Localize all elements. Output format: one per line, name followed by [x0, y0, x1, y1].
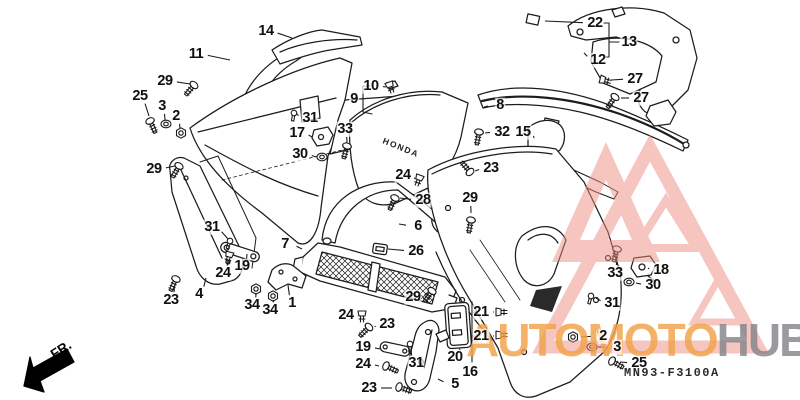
- part-latch-17: [312, 127, 333, 146]
- callout-13[interactable]: 13: [620, 33, 638, 50]
- callout-30[interactable]: 30: [291, 145, 309, 162]
- callout-28[interactable]: 28: [414, 191, 432, 208]
- callout-23[interactable]: 23: [162, 291, 180, 308]
- callout-27[interactable]: 27: [626, 70, 644, 87]
- callout-10[interactable]: 10: [362, 77, 380, 94]
- part-pocket-lid: [444, 302, 471, 349]
- callout-17[interactable]: 17: [288, 124, 306, 141]
- callout-29[interactable]: 29: [145, 160, 163, 177]
- callout-29[interactable]: 29: [404, 288, 422, 305]
- callout-4[interactable]: 4: [194, 285, 204, 302]
- callout-29[interactable]: 29: [156, 72, 174, 89]
- callout-22[interactable]: 22: [586, 14, 604, 31]
- callout-3[interactable]: 3: [612, 338, 622, 355]
- callout-34[interactable]: 34: [243, 296, 261, 313]
- diagram-code: MN93-F3100A: [624, 366, 720, 380]
- callout-2[interactable]: 2: [171, 107, 181, 124]
- callout-6[interactable]: 6: [413, 217, 423, 234]
- callout-23[interactable]: 23: [378, 315, 396, 332]
- callout-5[interactable]: 5: [450, 375, 460, 392]
- callout-24[interactable]: 24: [354, 355, 372, 372]
- callout-31[interactable]: 31: [407, 354, 425, 371]
- callout-31[interactable]: 31: [203, 218, 221, 235]
- callout-9[interactable]: 9: [349, 90, 359, 107]
- callout-11[interactable]: 11: [187, 45, 205, 62]
- callout-26[interactable]: 26: [407, 242, 425, 259]
- callout-7[interactable]: 7: [280, 235, 290, 252]
- part-bracket-1: [268, 264, 306, 290]
- callout-23[interactable]: 23: [482, 159, 500, 176]
- callout-12[interactable]: 12: [589, 51, 607, 68]
- callout-23[interactable]: 23: [360, 379, 378, 396]
- callout-14[interactable]: 14: [257, 22, 275, 39]
- part-clip-26: [372, 243, 387, 255]
- part-top-panel: [272, 30, 362, 64]
- callout-24[interactable]: 24: [214, 264, 232, 281]
- callout-24[interactable]: 24: [337, 306, 355, 323]
- callout-31[interactable]: 31: [301, 109, 319, 126]
- callout-8[interactable]: 8: [495, 96, 505, 113]
- callout-21[interactable]: 21: [472, 303, 490, 320]
- fr-arrow-icon: [24, 349, 74, 392]
- callout-20[interactable]: 20: [446, 348, 464, 365]
- callout-15[interactable]: 15: [514, 123, 532, 140]
- callout-21[interactable]: 21: [472, 327, 490, 344]
- callout-19[interactable]: 19: [354, 338, 372, 355]
- callout-33[interactable]: 33: [336, 120, 354, 137]
- callout-33[interactable]: 33: [606, 264, 624, 281]
- callout-1[interactable]: 1: [287, 294, 297, 311]
- callout-19[interactable]: 19: [233, 257, 251, 274]
- callout-31[interactable]: 31: [603, 294, 621, 311]
- callout-24[interactable]: 24: [394, 166, 412, 183]
- callout-29[interactable]: 29: [461, 189, 479, 206]
- callout-27[interactable]: 27: [632, 89, 650, 106]
- callout-2[interactable]: 2: [598, 327, 608, 344]
- callout-25[interactable]: 25: [131, 87, 149, 104]
- callout-30[interactable]: 30: [644, 276, 662, 293]
- callout-25[interactable]: 25: [630, 354, 648, 371]
- part-stay-bar-right: [379, 341, 410, 357]
- callout-18[interactable]: 18: [652, 261, 670, 278]
- callout-32[interactable]: 32: [493, 123, 511, 140]
- part-bracket-5: [405, 320, 449, 390]
- callout-34[interactable]: 34: [261, 301, 279, 318]
- callout-3[interactable]: 3: [157, 97, 167, 114]
- callout-16[interactable]: 16: [461, 363, 479, 380]
